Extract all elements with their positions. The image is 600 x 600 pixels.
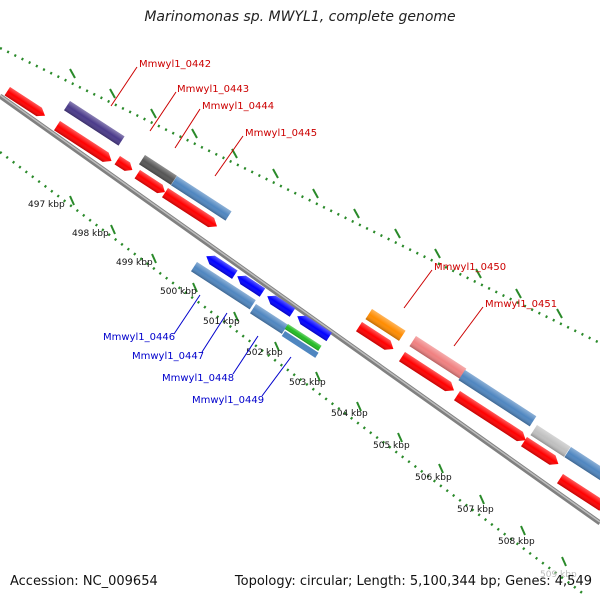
gene-label: Mmwyl1_0444: [202, 101, 274, 112]
ruler-tick: [274, 341, 280, 352]
genome-backbone: [0, 93, 600, 526]
ruler-label: 508 kbp: [498, 537, 535, 547]
gene-arrow-reverse: [206, 255, 238, 279]
gene-arrow-forward: [54, 121, 112, 162]
ruler-label: 497 kbp: [28, 200, 65, 210]
gene-bar-orange: [365, 309, 406, 341]
ruler-tick: [312, 188, 319, 199]
gene-arrow-forward: [454, 391, 526, 442]
gene-bar-pink: [409, 336, 467, 379]
gene-arrow-reverse: [267, 295, 296, 317]
gene-label: Mmwyl1_0443: [177, 84, 249, 95]
ruler-tick: [479, 494, 485, 505]
label-leaders: [110, 66, 484, 397]
gene-bar-steelblue: [458, 370, 537, 427]
ruler-tick: [515, 288, 522, 299]
ruler-label: 504 kbp: [331, 409, 368, 419]
lower-ruler: [0, 151, 586, 596]
gene-bar-steelblue: [564, 447, 600, 482]
ruler-tick: [475, 268, 482, 279]
gene-bar-steelblue: [250, 304, 288, 334]
ruler-tick: [110, 224, 116, 235]
gene-label: Mmwyl1_0445: [245, 128, 317, 139]
gene-bar-steelblue: [191, 262, 256, 310]
gene-label: Mmwyl1_0451: [485, 299, 557, 310]
gene-arrow-forward: [4, 87, 46, 117]
ruler-tick: [109, 88, 116, 99]
accession-label: Accession: NC_009654: [10, 574, 158, 589]
gene-label: Mmwyl1_0449: [192, 395, 264, 406]
gene-arrow-forward: [521, 437, 559, 465]
gene-label: Mmwyl1_0446: [103, 332, 175, 343]
ruler-tick: [191, 128, 198, 139]
ruler-tick: [556, 308, 563, 319]
ruler-label: 498 kbp: [72, 229, 109, 239]
gene-bar-purple: [64, 101, 125, 146]
ruler-tick: [272, 168, 279, 179]
topology-label: Topology: circular; Length: 5,100,344 bp…: [234, 574, 592, 589]
gene-labels: Mmwyl1_0442 Mmwyl1_0443 Mmwyl1_0444 Mmwy…: [103, 59, 557, 406]
gene-label: Mmwyl1_0450: [434, 262, 506, 273]
gene-bar-steelblue: [171, 176, 232, 221]
gene-arrow-forward: [356, 322, 394, 350]
gene-bar-lightgray: [530, 425, 571, 457]
ruler-label: 506 kbp: [415, 473, 452, 483]
ruler-tick: [69, 68, 76, 79]
ruler-tick: [150, 108, 157, 119]
ruler-tick: [394, 228, 401, 239]
ruler-label: 499 kbp: [116, 258, 153, 268]
ruler-tick: [561, 556, 567, 567]
ruler-tick: [520, 525, 526, 536]
ruler-label: 505 kbp: [373, 441, 410, 451]
gene-arrow-reverse: [237, 275, 266, 297]
gene-arrow-forward: [557, 474, 600, 511]
ruler-tick: [353, 208, 360, 219]
ruler-tick: [233, 311, 239, 322]
ruler-tick: [151, 253, 157, 264]
ruler-label: 500 kbp: [160, 287, 197, 297]
ruler-tick: [356, 401, 362, 412]
gene-label: Mmwyl1_0447: [132, 351, 204, 362]
ruler-tick: [192, 282, 198, 293]
ruler-label: 509 kbp: [540, 570, 577, 580]
ruler-label: 503 kbp: [289, 378, 326, 388]
gene-arrow-reverse: [297, 315, 332, 342]
gene-bar-darkgray: [139, 155, 177, 185]
ruler-tick: [434, 248, 441, 259]
gene-arrow-forward: [134, 170, 165, 194]
gene-features: [4, 87, 600, 511]
gene-arrow-forward: [399, 352, 455, 392]
ruler-label: 502 kbp: [246, 348, 283, 358]
ruler-tick: [69, 195, 75, 206]
ruler-tick: [438, 463, 444, 474]
ruler-tick: [315, 371, 321, 382]
ruler-label: 507 kbp: [457, 505, 494, 515]
map-title: Marinomonas sp. MWYL1, complete genome: [144, 9, 456, 25]
gene-bar-green: [284, 324, 322, 351]
ruler-tick: [397, 432, 403, 443]
upper-ruler: [0, 46, 600, 345]
gene-bar-steelblue: [281, 331, 319, 358]
gene-label: Mmwyl1_0448: [162, 373, 234, 384]
gene-label: Mmwyl1_0442: [139, 59, 211, 70]
gene-arrow-forward: [114, 156, 133, 171]
gene-arrow-forward: [162, 188, 218, 228]
